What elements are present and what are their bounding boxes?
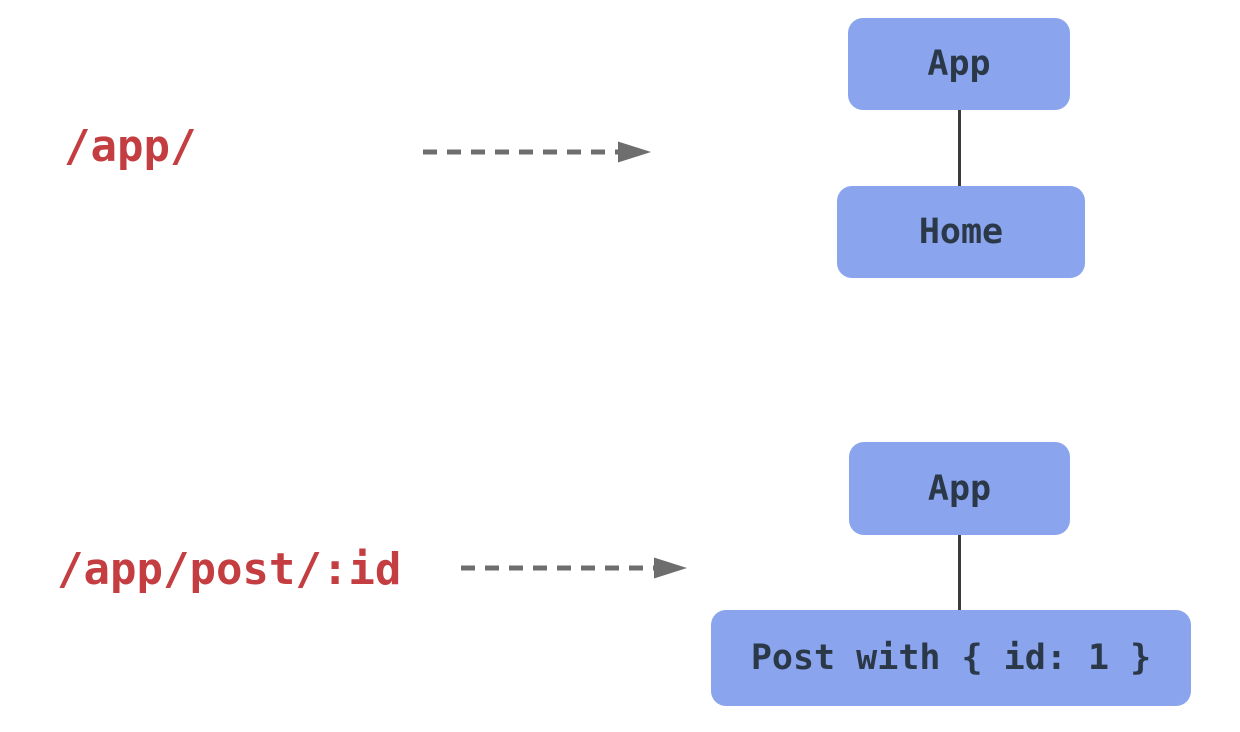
route-path-label: /app/ xyxy=(64,121,197,172)
tree-node-label: App xyxy=(927,44,991,84)
tree-node-app: App xyxy=(848,18,1070,110)
tree-connector-line xyxy=(958,110,961,186)
tree-node-home: Home xyxy=(837,186,1085,278)
tree-node-label: Post with { id: 1 } xyxy=(750,638,1152,678)
tree-node-post: Post with { id: 1 } xyxy=(711,610,1191,706)
tree-connector-line xyxy=(958,535,961,610)
dashed-arrow-icon xyxy=(461,557,687,579)
route-path-label: /app/post/:id xyxy=(57,544,402,595)
tree-node-app: App xyxy=(849,442,1070,535)
tree-node-label: App xyxy=(927,468,992,509)
tree-node-label: Home xyxy=(918,212,1004,252)
dashed-arrow-icon xyxy=(423,141,651,163)
